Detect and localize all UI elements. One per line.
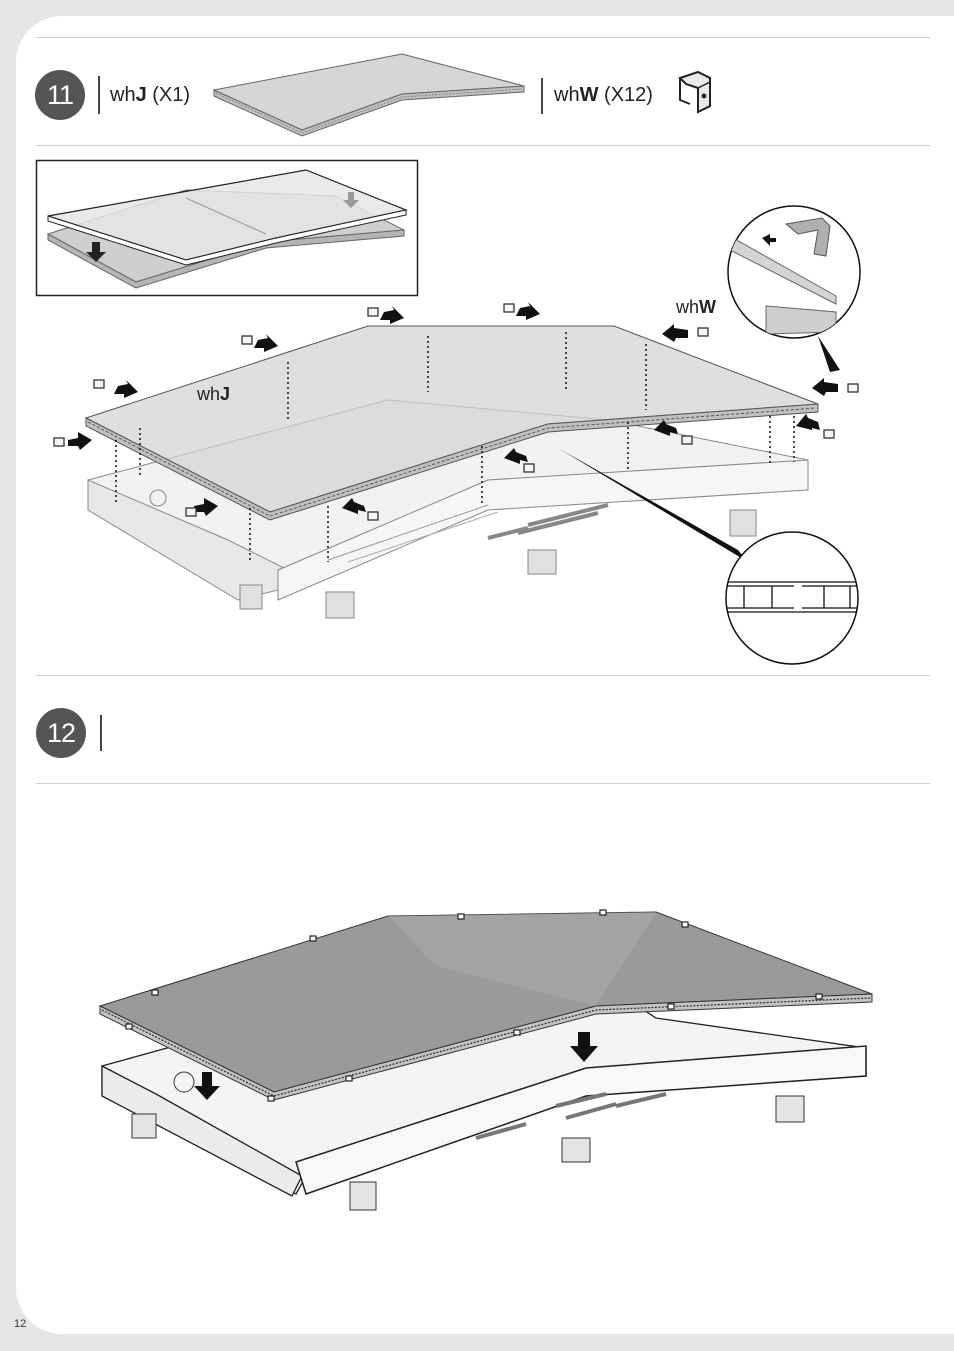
part-letter: W bbox=[580, 84, 599, 106]
panel-overlap-inset bbox=[36, 160, 418, 296]
clip-detail-magnifier bbox=[726, 204, 862, 340]
part-prefix: wh bbox=[110, 84, 136, 106]
step12-top-rule bbox=[36, 675, 930, 676]
part-label-whJ: whJ (X1) bbox=[110, 84, 190, 107]
part-letter: J bbox=[136, 84, 147, 106]
callout-clip-whW: whW bbox=[676, 297, 716, 318]
step12-header-rule bbox=[36, 783, 930, 784]
callout-prefix: wh bbox=[197, 384, 220, 404]
step11-parts-rule bbox=[36, 145, 930, 146]
step11-top-rule bbox=[36, 37, 930, 38]
callout-panel-whJ: whJ bbox=[197, 384, 230, 405]
part-qty: (X12) bbox=[604, 84, 653, 106]
step12-divider bbox=[100, 715, 102, 751]
panel-j-thumbnail bbox=[212, 50, 532, 140]
callout-prefix: wh bbox=[676, 297, 699, 317]
callout-letter: J bbox=[220, 384, 230, 404]
step11-badge: 11 bbox=[35, 70, 85, 120]
clip-w-icon bbox=[676, 70, 718, 114]
page-number: 12 bbox=[14, 1318, 26, 1330]
step12-assembly-diagram bbox=[96, 906, 876, 1216]
step12-badge: 12 bbox=[36, 708, 86, 758]
part-prefix: wh bbox=[554, 84, 580, 106]
part-separator bbox=[541, 78, 543, 114]
part-label-whW: whW (X12) bbox=[554, 84, 653, 107]
part-qty: (X1) bbox=[152, 84, 190, 106]
step11-divider bbox=[98, 76, 100, 114]
callout-letter: W bbox=[699, 297, 716, 317]
panel-profile-magnifier bbox=[724, 530, 860, 666]
